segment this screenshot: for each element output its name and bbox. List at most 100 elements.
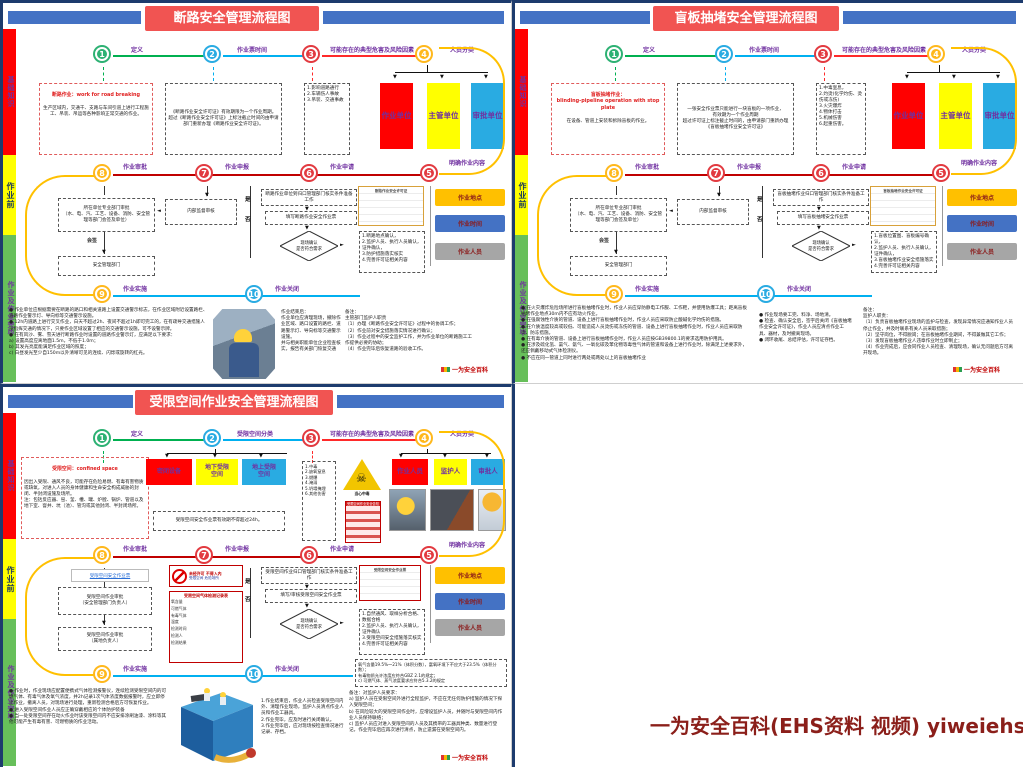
content-time: 作业时间	[435, 593, 505, 610]
connector	[312, 67, 313, 81]
step9-label: 作业实施	[635, 286, 660, 293]
blank-quadrant: 一为安全百科(EHS资料 视频) yiweiehs.cn	[512, 384, 1023, 767]
slide-blind-plate: 盲板抽堵安全管理流程图 基础知识 作业前 作业及作业完毕 1 2 3 4 定义 …	[512, 0, 1023, 384]
sign-line2: 受限空间 危险场所	[189, 576, 219, 581]
connector	[213, 67, 214, 81]
step5-circle: 5	[422, 166, 436, 180]
header-bar-right	[323, 11, 504, 24]
step2-label: 受限空间分类	[237, 431, 274, 438]
step6-circle: 6	[302, 548, 316, 562]
permit-form-image: 盲板抽堵作业安全许可证	[870, 186, 936, 226]
step7-circle: 7	[197, 548, 211, 562]
yes-label: 是	[757, 197, 763, 203]
role-work-unit: 作业单位	[892, 83, 925, 149]
line-step2-3	[223, 55, 306, 57]
prep-box: 断路作业单位到归口管理部门核实条件准备工作	[261, 189, 357, 206]
step3-label: 可能存在的典型危害及风险因素	[330, 47, 415, 54]
brand-text: 一为安全百科	[452, 367, 489, 374]
step5-circle: 5	[934, 166, 948, 180]
connector	[104, 582, 105, 587]
role-approve-unit: 审批单位	[471, 83, 504, 149]
decision-text: 现场确认 是否符合需求	[296, 241, 322, 252]
decision-branch-line	[250, 568, 251, 638]
content-location: 作业地点	[435, 189, 505, 206]
ticket-time-box: 《断路作业安全许可证》有效期限为一个作业周期。 超过《断路作业安全许可证》上标注…	[165, 83, 282, 155]
step7-circle: 7	[709, 166, 723, 180]
step3-circle: 3	[304, 431, 318, 445]
step6-circle: 6	[814, 166, 828, 180]
hazards-box: 1.影响道路通行 2.车辆伤人事故 3.吊装、交通事故	[304, 83, 350, 155]
poster-body	[346, 506, 380, 541]
arrow-down-icon: ▼	[305, 206, 309, 212]
audit-box: 内部监督审核	[165, 199, 237, 225]
step2-label: 作业票时间	[749, 47, 780, 54]
brand-logo: 一为安全百科	[441, 753, 488, 762]
step9-label: 作业实施	[123, 286, 148, 293]
flow-curve-left	[25, 175, 95, 296]
step5-label: 明确作业内容	[449, 542, 486, 549]
sidebar-work-finish: 作业及作业完毕	[3, 235, 16, 382]
step6-circle: 6	[302, 166, 316, 180]
divider-line	[942, 186, 943, 266]
step3-circle: 3	[304, 47, 318, 61]
approval-box: 所在单位专业部门审批 （水、电、汽、工艺、设备、消防、安全管理等部门会签及单位）	[570, 198, 667, 232]
step3-label: 可能存在的典型危害及风险因素	[330, 431, 415, 438]
safety-notice-poster: 受限空间作业安全告知	[345, 501, 381, 543]
line-row3	[625, 295, 872, 297]
arrow-down-icon: ▼	[817, 225, 821, 231]
line-step1-2	[113, 439, 207, 441]
sidebar-basics: 基础知识	[3, 29, 16, 155]
ticket-time-box: 一张安全作业票只能进行一块盲板的一项作业， 有效期为一个作业周期 超过许可证上标…	[677, 83, 794, 155]
permit-form-title: 盲板抽堵作业安全许可证	[883, 189, 923, 193]
slide-title: 盲板抽堵安全管理流程图	[653, 6, 839, 31]
header-bar-left	[8, 395, 133, 408]
worker-shape	[229, 342, 260, 377]
header-bar-right	[337, 395, 504, 408]
flow-curve-left	[537, 175, 607, 296]
sidebar-work-finish: 作业及作业完毕	[3, 619, 16, 766]
arrow-down-icon: ▼	[102, 620, 106, 626]
hazards-box: 1.中毒 2.缺氧窒息 3.燃爆 4.淹溺 5.坍塌掩埋 6.其他伤害	[302, 461, 336, 541]
sign-text-wrap: 未经许可 不得入内受限空间 危险场所	[189, 570, 222, 581]
safety-dept-box: 安全管理部门	[570, 256, 667, 276]
decision-diamond: 现场确认 是否符合需求	[792, 231, 850, 261]
decision-diamond: 现场确认 是否符合需求	[280, 609, 338, 639]
flow-curve-right	[439, 47, 505, 175]
warning-triangle-icon	[343, 459, 381, 490]
prep-box: 盲板抽堵作业归口管理部门核实条件准备工作	[773, 189, 869, 206]
role-tree-stem	[427, 65, 428, 72]
arrow-down-icon: ▼	[905, 74, 909, 80]
permit-form-title: 断路作业安全许可证	[374, 189, 408, 193]
class-underground: 地下受限 空间	[196, 459, 238, 485]
step5-circle: 5	[422, 548, 436, 562]
sign-line1: 未经许可 不得入内	[189, 570, 222, 576]
step8-label: 作业审批	[123, 546, 148, 553]
arrow-down-icon: ▼	[205, 192, 209, 198]
connector	[719, 186, 720, 196]
content-time: 作业时间	[947, 215, 1017, 232]
permit-link-box: 受限空间安全作业票	[71, 569, 149, 582]
brand-flag-icon	[441, 367, 450, 372]
brand-flag-icon	[953, 367, 962, 372]
step1-label: 定义	[131, 431, 144, 438]
slide-title: 受限空间作业安全管理流程图	[135, 390, 333, 415]
definition-title: 受限空间：confined space	[52, 465, 118, 472]
line-step3-4	[322, 55, 419, 57]
step8-circle: 8	[95, 548, 109, 562]
brand-text: 一为安全百科	[964, 367, 1001, 374]
decision-diamond: 现场确认 是否符合需求	[280, 231, 338, 261]
class-enclosed-equipment: 密闭设备	[146, 459, 192, 485]
connector	[615, 67, 616, 81]
arrow-right-icon: ►	[340, 620, 344, 626]
step8-label: 作业审批	[635, 164, 660, 171]
connector	[725, 67, 726, 81]
step1-label: 定义	[643, 47, 656, 54]
line-step1-2	[625, 55, 719, 57]
remarks: 备注： 主管部门监护人职责 （1）办理《断路作业安全许可证》过程中的协调工作； …	[345, 310, 472, 353]
worker-photo	[389, 489, 426, 531]
arrow-down-icon: ▼	[305, 584, 309, 590]
content-personnel: 作业人员	[947, 243, 1017, 260]
checklist-box: 1.断路地点确认， 2.监护人员、执行人员确认，证件确认， 3.防护措施落实核实…	[359, 231, 425, 273]
definition-title: 盲板抽堵作业： blinding-pipeline operation with…	[556, 91, 660, 111]
line-step3-4	[834, 55, 931, 57]
